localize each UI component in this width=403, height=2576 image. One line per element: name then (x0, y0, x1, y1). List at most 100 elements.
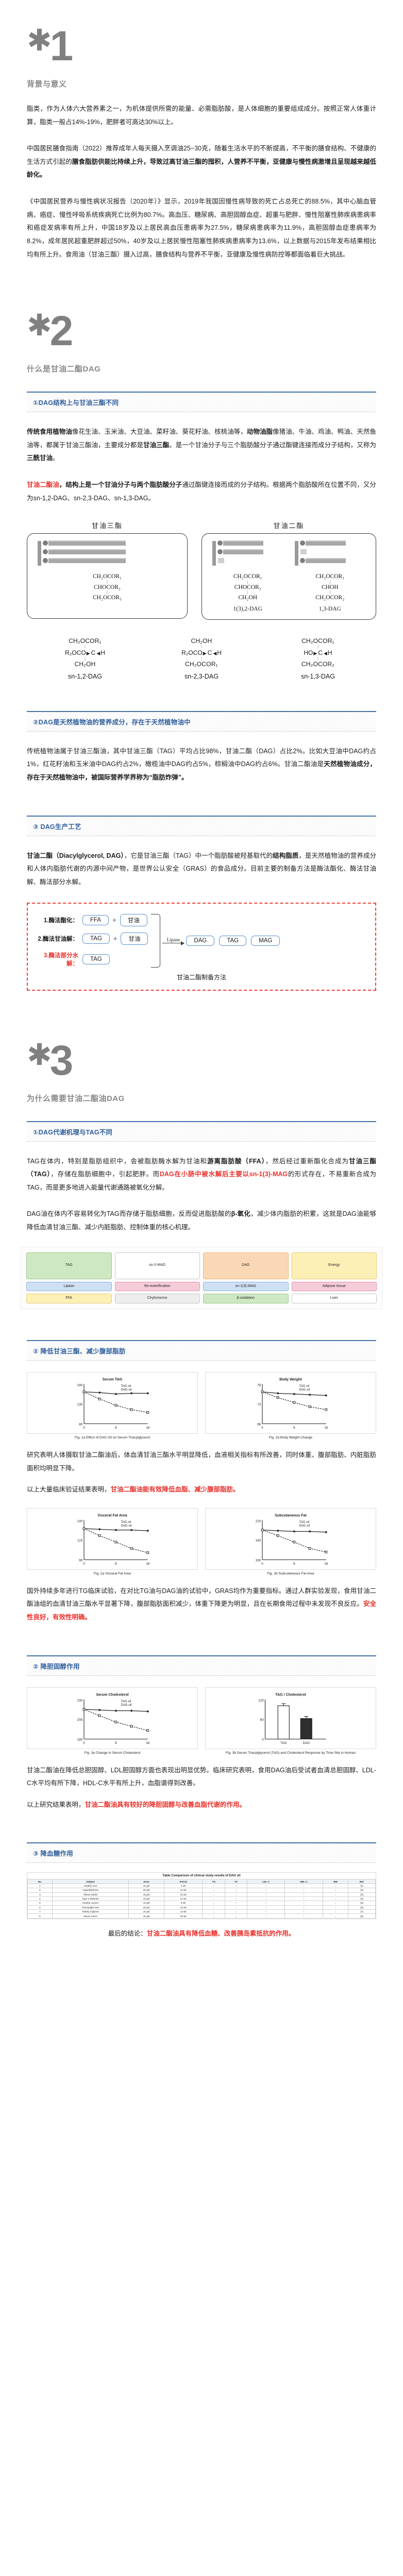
chart-3a-svg: Serum Cholesterol 180 205 230 0 8 16 TAG… (77, 1692, 150, 1745)
subsection-band-metabolism: ①DAG代谢机理与TAG不同 (27, 1121, 376, 1142)
chapter-number-1: 1 (49, 23, 74, 70)
structure-dag-title: 甘油二酯 (273, 522, 305, 530)
tag-formula: CH₂OCOR₁ | CHOCOR₂ | CH₂OCOR₃ (92, 573, 122, 601)
svg-text:TAG oil: TAG oil (121, 1385, 131, 1388)
table-cell: 15 g/d (128, 1892, 164, 1897)
svg-text:220: 220 (256, 1520, 261, 1523)
table-cell: 2 (27, 1888, 53, 1893)
table-cell: ↓ (202, 1883, 226, 1889)
svg-text:Serum TAG: Serum TAG (103, 1378, 123, 1382)
band-label: ①DAG代谢机理与TAG不同 (33, 1128, 113, 1136)
svg-text:0: 0 (261, 1562, 263, 1566)
table-cell: Obese adults (52, 1892, 129, 1897)
figure-metabolism-pathway: TAG Lipase FFA sn-2-MAG Re-esterificatio… (21, 1246, 382, 1310)
table-cell: 3 (27, 1892, 53, 1897)
band-label: ② 降胆固醇作用 (33, 1663, 80, 1670)
table-cell: ↓ (323, 1896, 349, 1902)
chart-caption-5: Fig. 3a Change in Serum Cholesterol (84, 1751, 141, 1755)
svg-text:0: 0 (83, 1426, 85, 1430)
table-cell: 8 wk (163, 1901, 203, 1906)
svg-text:DAG oil: DAG oil (121, 1704, 132, 1707)
table-header-cell: Subject (52, 1879, 129, 1884)
table-header-cell: BW (323, 1879, 349, 1884)
table-header-cell: No. (27, 1879, 53, 1884)
figure-dag-preparation-process: 1.酶法酯化： FFA + 甘油 2.酶法甘油解： TAG + 甘油 3.酶法部… (27, 902, 376, 991)
chart-caption-2: Fig. 1b Body Weight Change (268, 1436, 313, 1440)
chart-cell-3: Visceral Fat Area 90 115 140 0 8 16 TAG … (27, 1507, 198, 1577)
table-header-cell: Dose (128, 1879, 164, 1884)
table-cell: 20 wk (163, 1913, 203, 1919)
clinical-results-table: No. Subject Dose Period TG TC LDL-C HDL-… (27, 1879, 376, 1919)
paragraph-1-3: 《中国居民营养与慢性病状况报告（2020年）》显示，2019年我国因慢性病导致的… (27, 198, 376, 258)
table-cell: ↓ (247, 1896, 285, 1902)
svg-text:68: 68 (257, 1422, 261, 1426)
table-cell: ↓ (225, 1888, 248, 1893)
table-header-cell: Ref. (348, 1879, 376, 1884)
table-cell: 1 (27, 1883, 53, 1889)
table-cell: ↓ (225, 1909, 248, 1914)
svg-text:115: 115 (77, 1539, 83, 1543)
svg-text:16: 16 (324, 1426, 328, 1430)
process-row-glycerolysis: 2.酶法甘油解： TAG + 甘油 (35, 932, 148, 945)
svg-text:TAG oil: TAG oil (121, 1700, 131, 1703)
table-cell: 4 (27, 1896, 53, 1902)
paragraph-3-8: 最后的结论：甘油二酯油具有降低血糖、改善胰岛素抵抗的作用。 (108, 1929, 295, 1937)
paragraph-1-1: 脂类，作为人体六大营养素之一，为机体提供所需的能量、必需脂肪酸，是人体细胞的重要… (27, 105, 376, 126)
table-cell: [3] (348, 1892, 376, 1897)
subsection-band-blood-sugar: ③ 降血糖作用 (27, 1842, 376, 1863)
svg-text:DAG oil: DAG oil (121, 1388, 132, 1392)
table-cell: 15 g/d (128, 1913, 164, 1919)
band-label: ②DAG是天然植物油的营养成分，存在于天然植物油中 (33, 718, 191, 726)
sn-isomer-3: CH₂OCOR₁ | HOCH | CH₂OCOR₂ sn-1,3-DAG (260, 637, 376, 680)
table-cell: ↓ (225, 1905, 248, 1910)
svg-text:0: 0 (262, 1738, 264, 1741)
figure-sn-isomers: CH₂OCOR₁ | R₂OCOCH | CH₂OH sn-1,2-DAG CH… (27, 637, 376, 680)
svg-text:140: 140 (77, 1520, 83, 1523)
paragraph-3-6: 甘油二酯油在降低总胆固醇、LDL胆固醇方面也表现出明显优势。临床研究表明，食用D… (27, 1766, 376, 1787)
table-cell: 12 wk (163, 1896, 203, 1902)
table-cell: ↓ (202, 1896, 226, 1902)
table-cell: 10 g/d (128, 1901, 164, 1906)
table-cell: ↓ (323, 1913, 349, 1919)
svg-text:73: 73 (257, 1403, 261, 1406)
subsection-band-lower-tg: ② 降低甘油三酯、减少腹部脂肪 (27, 1340, 376, 1361)
table-header-cell: TG (202, 1879, 226, 1884)
dag-12-formula: CH₂OCOR₁ | CHOCOR₂ | CH₂OH (233, 573, 262, 601)
svg-text:8: 8 (115, 1562, 117, 1566)
svg-text:TAG oil: TAG oil (299, 1385, 310, 1388)
dag-13-caption: 1,3-DAG (318, 606, 341, 613)
table-cell: 10 g/d (128, 1896, 164, 1902)
table-cell: ↓ (323, 1888, 349, 1893)
chart-caption-1: Fig. 1a Effect of DAG Oil on Serum Triac… (74, 1436, 150, 1440)
table-cell: – (225, 1896, 248, 1902)
dag-13-variant: CH₂OCOR₁ | CHOH | CH₂OCOR₂ 1,3-DAG (292, 540, 369, 612)
table-header-cell: LDL-C (247, 1879, 285, 1884)
pathway-node: Liver (291, 1294, 377, 1304)
band-label: ③ 降血糖作用 (33, 1850, 73, 1858)
svg-text:8: 8 (293, 1426, 295, 1430)
table-cell: ↓ (225, 1892, 248, 1897)
chip-tag: TAG (82, 933, 110, 944)
chapter-mark-1: ✱ 1 (0, 0, 403, 70)
chip-output-mag: MAG (251, 935, 280, 946)
table-header-cell: TC (225, 1879, 248, 1884)
lipase-arrow: Lipase (162, 937, 185, 946)
table-cell: 10 g/d (128, 1883, 164, 1889)
table-cell: ↓ (323, 1905, 349, 1910)
svg-text:180: 180 (77, 1738, 83, 1741)
subsection-band-dag-process: ③ DAG生产工艺 (27, 815, 376, 836)
table-cell: 7 (27, 1909, 53, 1914)
subsection-band-dag-natural: ②DAG是天然植物油的营养成分，存在于天然植物油中 (27, 710, 376, 732)
svg-text:DAG oil: DAG oil (121, 1524, 132, 1528)
catalyst-label: Lipase (166, 937, 180, 943)
band-label: ③ DAG生产工艺 (33, 823, 81, 831)
pathway-node: TAG (26, 1252, 112, 1279)
pathway-node: DAG (203, 1252, 289, 1279)
svg-text:0: 0 (83, 1562, 85, 1566)
svg-text:90: 90 (79, 1558, 83, 1562)
paragraph-2-4: 甘油二酯（Diacylglycerol, DAG），它是甘油三酯（TAG）中一个… (27, 852, 376, 886)
